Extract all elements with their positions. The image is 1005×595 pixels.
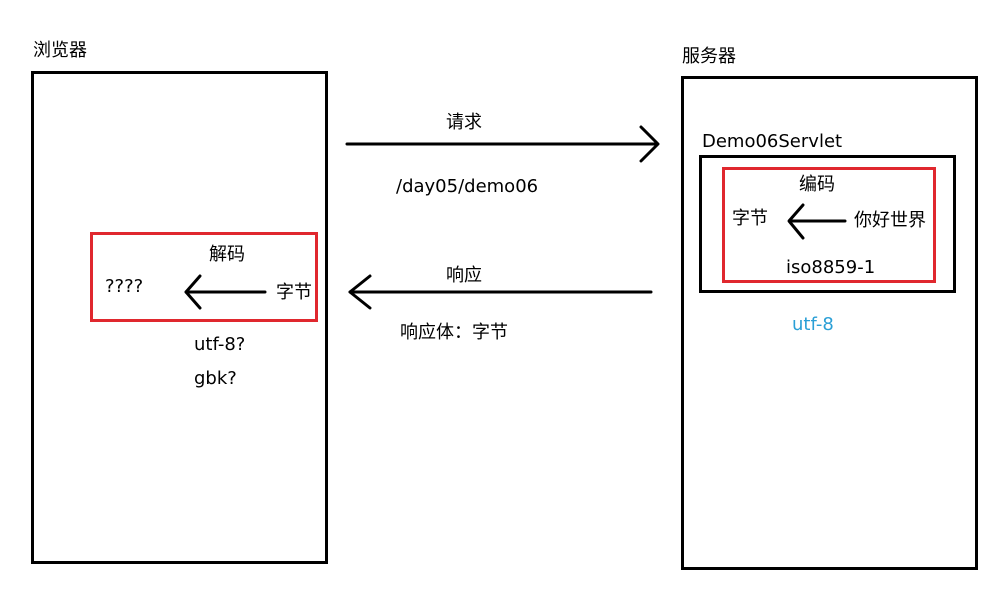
decode-label: 解码 xyxy=(209,244,245,265)
decode-arrow xyxy=(184,274,267,310)
response-arrow xyxy=(348,274,653,310)
response-label: 响应 xyxy=(446,265,482,286)
response-body: 响应体：字节 xyxy=(400,322,508,343)
browser-title: 浏览器 xyxy=(33,40,87,61)
request-arrow xyxy=(345,125,660,163)
encode-output: 字节 xyxy=(732,208,768,229)
servlet-name: Demo06Servlet xyxy=(702,131,843,152)
request-label: 请求 xyxy=(446,112,482,133)
encode-charset: iso8859-1 xyxy=(786,257,876,278)
server-title: 服务器 xyxy=(682,46,736,67)
decode-input: 字节 xyxy=(276,282,312,303)
browser-panel xyxy=(31,71,328,564)
encode-label: 编码 xyxy=(799,174,835,195)
charset-guess-utf8: utf-8? xyxy=(194,334,246,355)
server-charset-note: utf-8 xyxy=(792,314,834,335)
decode-output: ???? xyxy=(105,276,144,297)
servlet-box xyxy=(699,155,956,293)
encode-box xyxy=(722,167,936,283)
server-panel xyxy=(681,76,978,570)
charset-guess-gbk: gbk? xyxy=(194,368,237,389)
encode-arrow xyxy=(787,203,847,240)
request-path: /day05/demo06 xyxy=(396,176,539,197)
browser-decode-box xyxy=(90,232,318,322)
encode-input: 你好世界 xyxy=(854,210,926,231)
